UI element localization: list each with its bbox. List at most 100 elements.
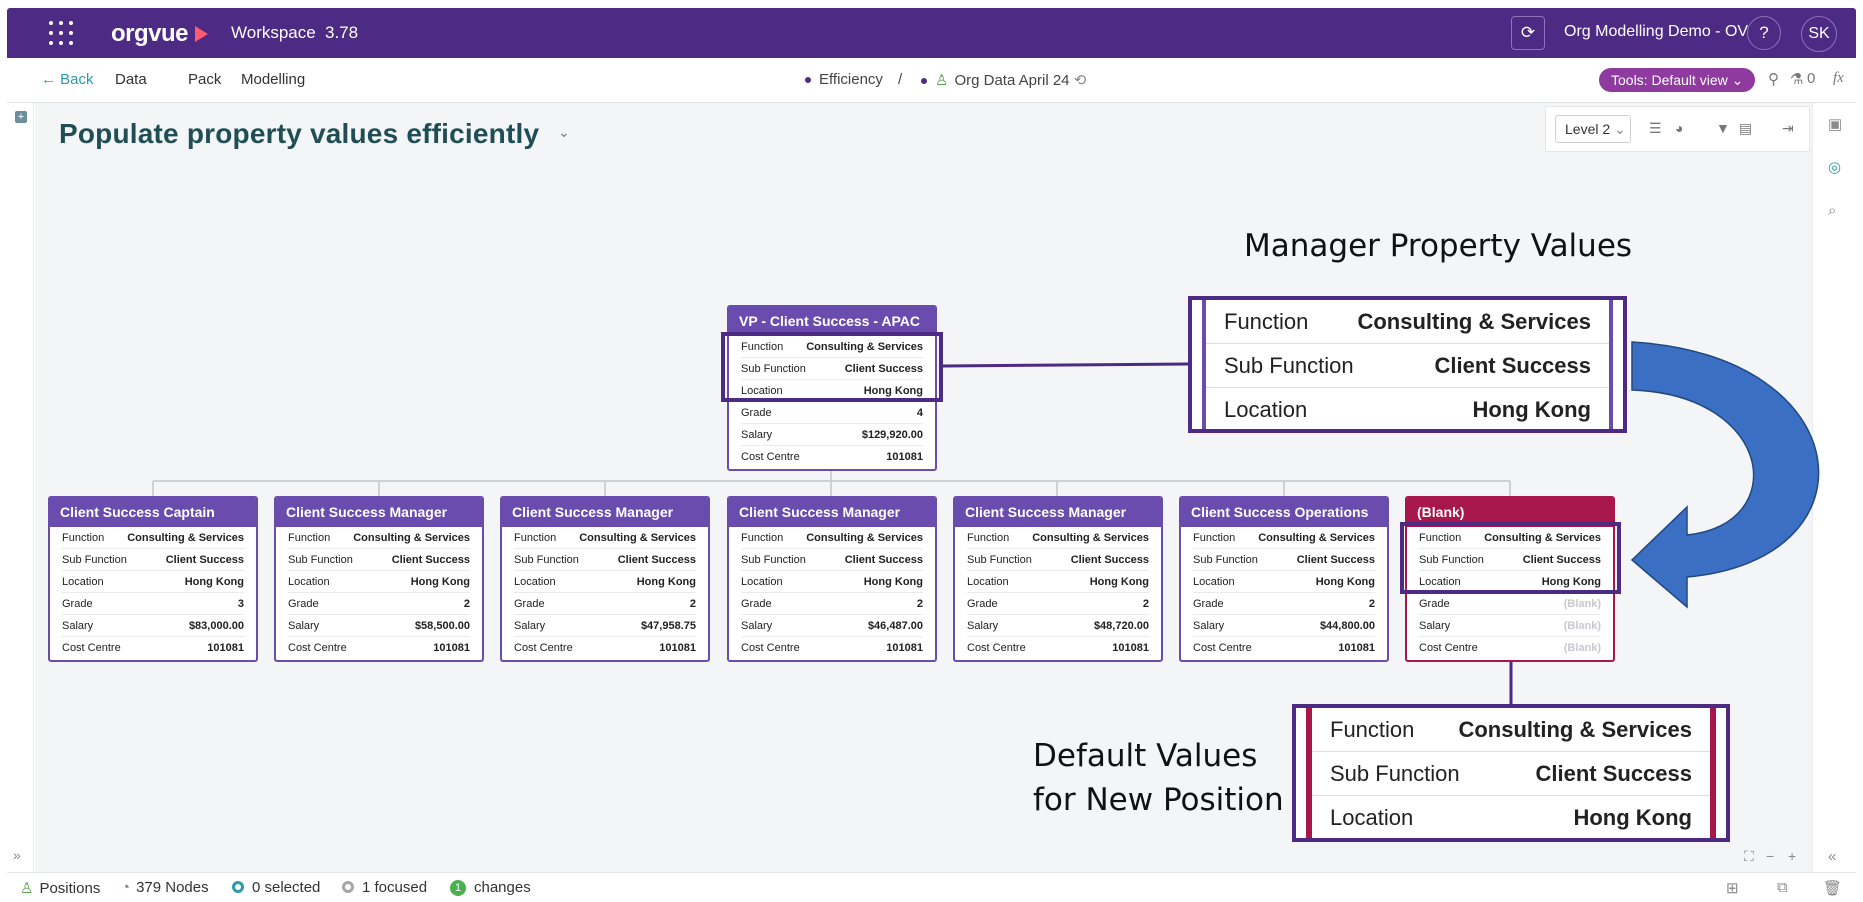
filter-icon[interactable]: ▼ [1716,120,1730,136]
back-button[interactable]: ← Back [41,71,94,88]
row-key: Salary [288,619,320,632]
export-icon[interactable]: ⇥ [1782,120,1794,136]
help-button[interactable]: ? [1747,16,1781,50]
card-title: Client Success Operations [1181,498,1387,527]
dot-icon [805,77,811,84]
search-icon[interactable]: ⌕ [1828,202,1837,219]
palette-icon[interactable]: ◕ [1675,120,1684,136]
row-value: Client Success [844,362,923,375]
row-value: 2 [689,597,696,610]
flask-icon[interactable]: ⚗ [1790,71,1804,88]
nav-modelling[interactable]: Modelling [241,71,306,88]
sync-button[interactable]: ⟳ [1511,16,1545,50]
positions-status[interactable]: ♙Positions [20,879,100,897]
dataset-name[interactable]: Org Modelling Demo - OV [1564,23,1749,40]
level-select[interactable]: Level 2 ⌄ [1555,115,1631,143]
row-key: Location [1193,575,1235,588]
row-key: Location [1330,805,1414,830]
row-key: Grade [1193,597,1224,610]
row-key: Function [288,531,331,544]
row-value: Hong Kong [1315,575,1375,588]
view-toolstrip: Level 2 ⌄ ☰ ◕ ▼ ▤ ⇥ [1545,106,1810,152]
nodes-status: ◔379 Nodes [121,879,209,896]
chevron-down-icon[interactable]: ⌄ [558,124,570,140]
workspace-version: 3.78 [325,23,359,42]
expand-icon[interactable]: » [13,847,21,863]
row-value: Client Success [391,553,470,566]
image-icon[interactable]: ▣ [1828,116,1843,133]
collapse-icon[interactable]: « [1828,848,1837,865]
refresh-icon: ⟳ [1520,23,1536,42]
add-node-icon[interactable]: ⊞ [1726,880,1739,897]
zoom-out-icon[interactable]: − [1766,848,1775,864]
card-title: Client Success Captain [50,498,256,527]
breadcrumb-view[interactable]: Efficiency [805,71,883,88]
row-value: 101081 [433,642,470,654]
orgvue-logo: orgvue [111,20,189,47]
refresh-icon[interactable]: ⟲ [1073,72,1087,89]
row-value: Hong Kong [1089,575,1149,588]
card-row: Salary$47,958.75 [514,615,696,637]
row-value: (Blank) [1563,597,1601,610]
copy-icon[interactable]: ⧉ [1777,879,1788,896]
app-launcher-icon[interactable] [49,21,73,45]
card-row: Salary $48,720.00 [967,615,1149,637]
row-key: Sub Function [967,553,1032,566]
nav-data[interactable]: Data [115,71,147,88]
card-row: Sub Function Client Success [1419,549,1601,571]
card-row: Salary$46,487.00 [741,615,923,637]
trash-icon[interactable]: 🗑 [1823,880,1843,897]
row-key: Sub Function [1224,352,1354,378]
card-title: Client Success Manager [955,498,1161,527]
row-key: Sub Function [741,553,806,566]
formula-icon[interactable]: fx [1833,70,1844,86]
row-value: 101081 [886,642,923,654]
pin-icon[interactable]: ⚲ [1768,71,1779,88]
add-icon[interactable]: + [15,111,27,123]
circle-icon[interactable]: ◎ [1828,159,1842,176]
focused-status[interactable]: 1 focused [342,879,427,896]
card-row: Salary$44,800.00 [1193,615,1375,637]
row-key: Sub Function [741,362,806,375]
zoom-in-icon[interactable]: + [1788,848,1797,864]
user-avatar[interactable]: SK [1801,16,1837,52]
list-icon[interactable]: ☰ [1649,120,1662,136]
nav-pack[interactable]: Pack [188,71,222,88]
row-value: Client Success [1522,553,1601,566]
row-key: Function [514,531,557,544]
row-value: $48,720.00 [1093,619,1149,632]
row-key: Sub Function [1419,553,1484,566]
row-key: Salary [967,619,999,632]
layers-icon[interactable]: ▤ [1739,120,1753,136]
breadcrumb-dataset[interactable]: ♙Org Data April 24 ⟲ [921,71,1086,89]
card-row: Location Hong Kong [1193,571,1375,593]
selected-status[interactable]: 0 selected [232,879,320,896]
positions-label: Positions [39,880,101,897]
changes-label: changes [474,879,531,896]
card-title: VP - Client Success - APAC [729,307,935,336]
breadcrumb-separator: / [898,71,903,88]
tools-dropdown[interactable]: Tools: Default view ⌄ [1599,68,1756,92]
fit-screen-icon[interactable]: ⛶ [1744,848,1754,864]
